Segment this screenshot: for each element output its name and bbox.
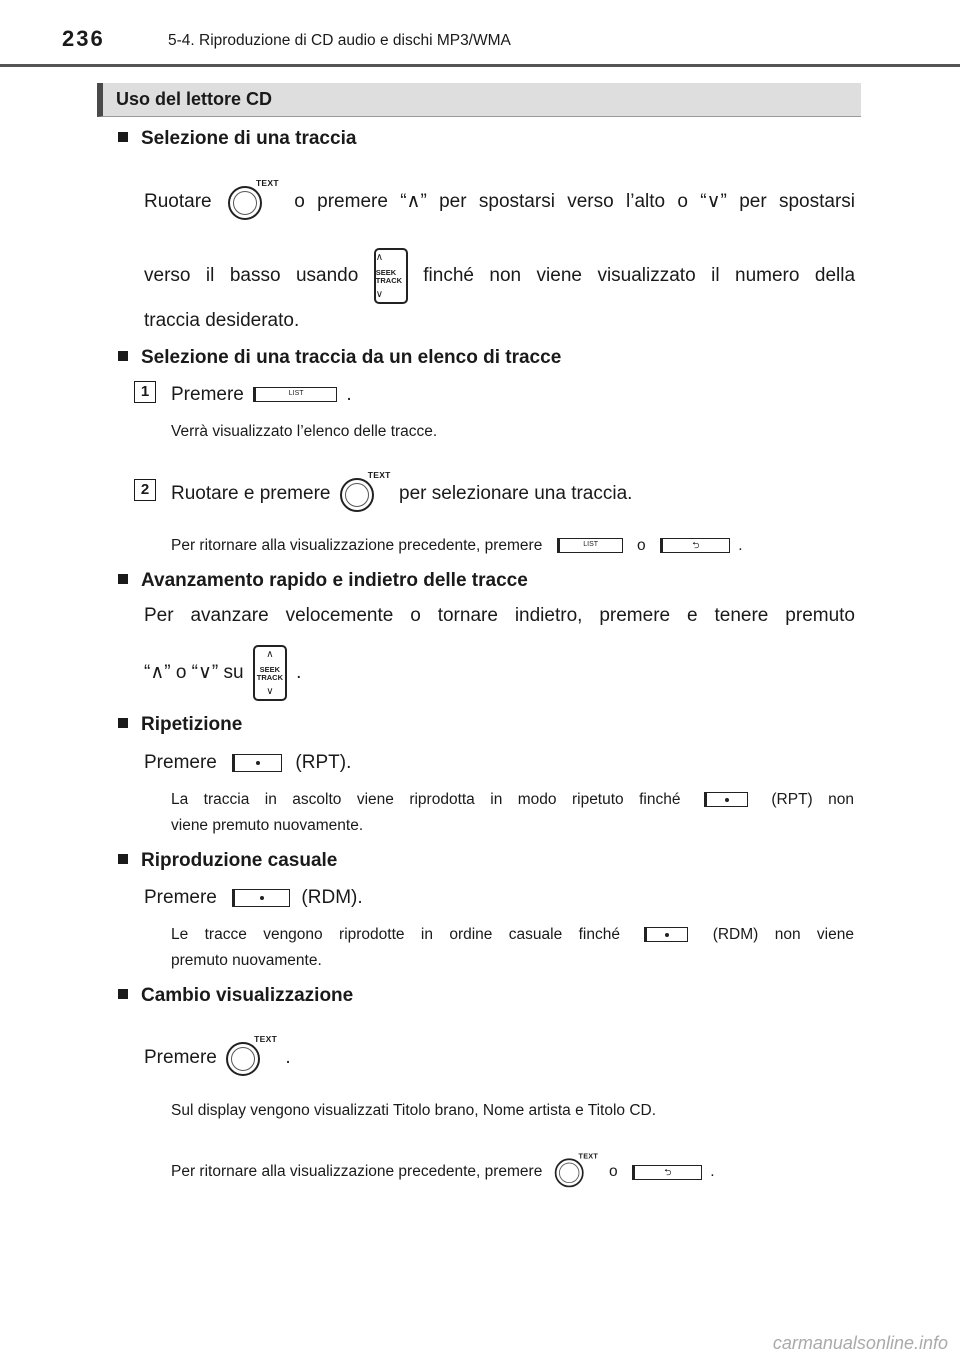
note-line: premuto nuovamente. <box>171 952 322 969</box>
preset-button-icon <box>232 753 283 772</box>
list-button-icon: LIST <box>556 538 623 554</box>
page-number: 236 <box>62 26 105 51</box>
back-button-icon: ⮌ <box>659 538 730 554</box>
paragraph-line: Premere (RDM). <box>144 887 363 908</box>
preset-button-icon <box>232 888 291 907</box>
step-1-note: Verrà visualizzato l’elenco delle tracce… <box>171 423 438 440</box>
note-line: viene premuto nuovamente. <box>171 817 364 834</box>
step-2-text: Ruotare e premere TEXT per selezionare u… <box>171 470 632 516</box>
bullet-square-icon <box>118 351 128 361</box>
paragraph-line: traccia desiderato. <box>144 310 300 331</box>
heading-random: Riproduzione casuale <box>118 850 337 872</box>
bullet-square-icon <box>118 989 128 999</box>
preset-button-icon <box>703 792 748 808</box>
note-line: Per ritornare alla visualizzazione prece… <box>171 1150 715 1194</box>
section-title: Uso del lettore CD <box>116 89 273 109</box>
bullet-square-icon <box>118 574 128 584</box>
step-1-text: Premere LIST . <box>171 384 352 405</box>
tune-knob-icon: TEXT <box>224 178 282 224</box>
step-2-note: Per ritornare alla visualizzazione prece… <box>171 537 743 554</box>
chapter-title: 5-4. Riproduzione di CD audio e dischi M… <box>168 32 511 49</box>
tune-knob-icon: TEXT <box>222 1034 280 1080</box>
step-number-2: 2 <box>134 479 156 501</box>
section-title-bar: Uso del lettore CD <box>97 83 861 117</box>
note-line: Le tracce vengono riprodotte in ordine c… <box>171 926 854 943</box>
bullet-square-icon <box>118 718 128 728</box>
heading-track-list: Selezione di una traccia da un elenco di… <box>118 347 561 369</box>
paragraph-line: Premere (RPT). <box>144 752 352 773</box>
watermark-logo: carmanualsonline.info <box>772 1333 948 1353</box>
paragraph-line: Per avanzare velocemente o tornare indie… <box>144 605 855 626</box>
heading-fast-forward: Avanzamento rapido e indietro delle trac… <box>118 570 528 592</box>
step-number-1: 1 <box>134 381 156 403</box>
header-rule <box>0 64 960 67</box>
note-line: La traccia in ascolto viene riprodotta i… <box>171 791 854 808</box>
note-line: Sul display vengono visualizzati Titolo … <box>171 1102 657 1119</box>
back-button-icon: ⮌ <box>631 1164 702 1180</box>
paragraph-line: Ruotare TEXT o premere “∧” per spostarsi… <box>144 178 855 224</box>
tune-knob-icon: TEXT <box>336 470 394 516</box>
tune-knob-icon: TEXT <box>551 1152 600 1190</box>
bullet-square-icon <box>118 854 128 864</box>
heading-track-selection: Selezione di una traccia <box>118 128 356 150</box>
bullet-square-icon <box>118 132 128 142</box>
paragraph-line: Premere TEXT . <box>144 1034 291 1080</box>
list-button-icon: LIST <box>253 387 338 403</box>
heading-display-change: Cambio visualizzazione <box>118 985 353 1007</box>
preset-button-icon <box>644 927 689 943</box>
heading-repeat: Ripetizione <box>118 714 242 736</box>
